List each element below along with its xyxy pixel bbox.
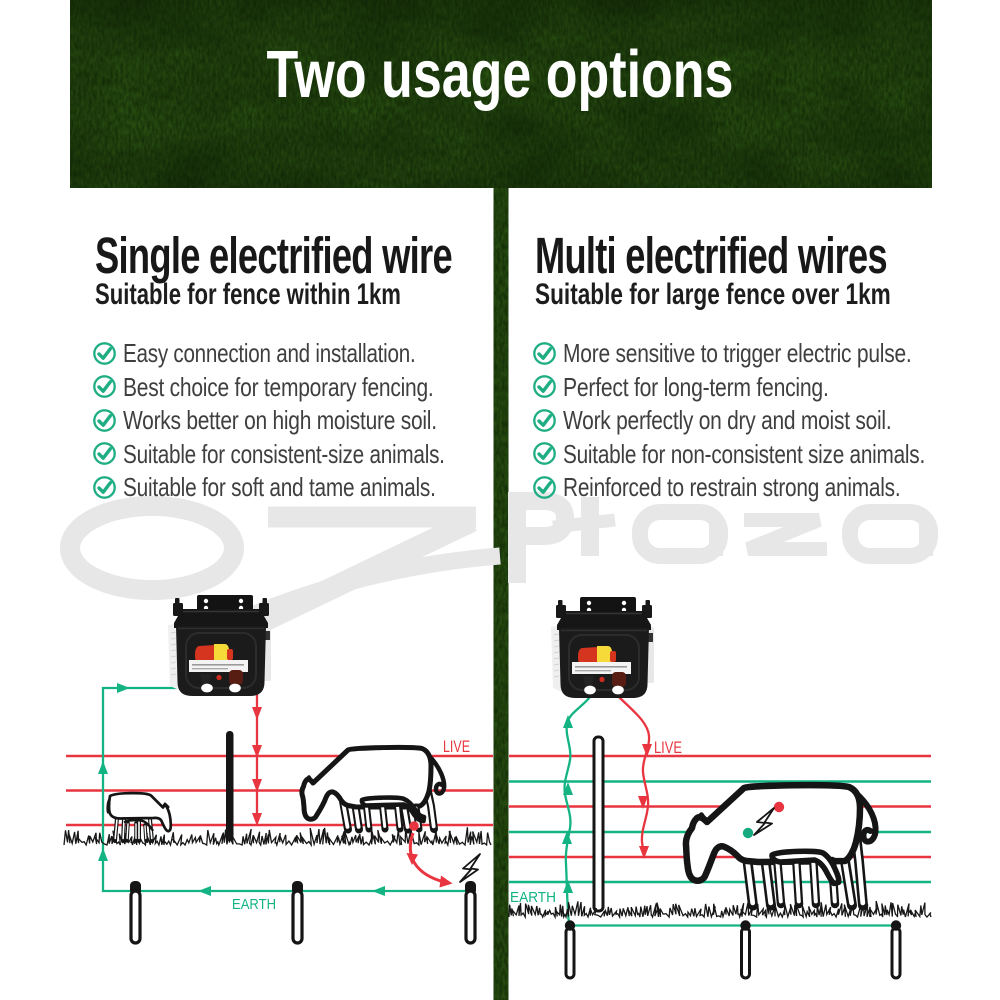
svg-text:LIVE: LIVE bbox=[654, 738, 682, 757]
svg-text:LIVE: LIVE bbox=[443, 737, 470, 756]
svg-text:EARTH: EARTH bbox=[510, 889, 556, 906]
svg-text:EARTH: EARTH bbox=[232, 896, 276, 913]
